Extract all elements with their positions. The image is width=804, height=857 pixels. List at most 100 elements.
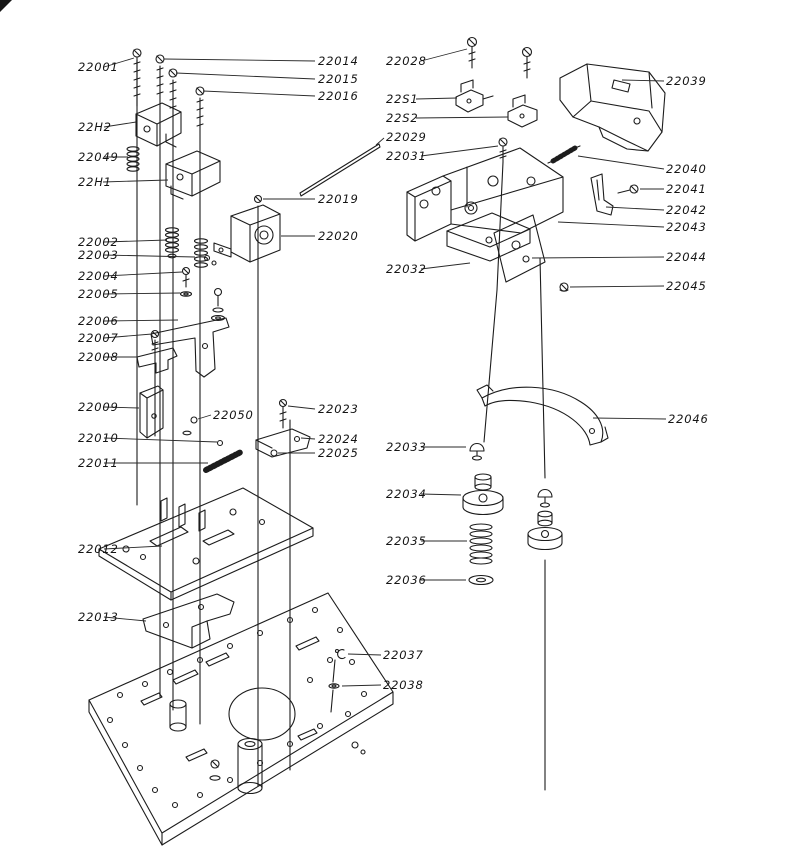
leader-line-22034 [420,493,462,496]
part-label-22006: 22006 [78,314,119,328]
part-22h1-bracket [165,150,221,200]
part-22009-bracket [139,385,164,439]
part-22034-pulley [462,473,504,516]
leader-line-22013 [103,616,147,622]
part-label-22019: 22019 [318,192,359,206]
part-22038-washer [328,683,340,689]
chassis-base-plate [88,592,394,846]
leader-line-22028 [420,48,468,62]
part-22032-assembly [406,147,564,262]
leader-line-22015 [175,72,316,80]
part-label-22035: 22035 [386,534,427,548]
leader-line-22007 [103,333,153,339]
part-22031-screw [498,137,508,163]
leader-line-22043 [557,221,665,228]
part-label-22016: 22016 [318,89,359,103]
leader-line-22002 [103,239,168,243]
leader-line-22038 [341,684,382,687]
part-label-22034: 22034 [386,487,427,501]
part-22045-screw [559,282,569,292]
part-22035-spring [469,523,493,565]
part-label-22014: 22014 [318,54,359,68]
part-22003-spring [193,238,209,268]
part-label-22041: 22041 [666,182,707,196]
part-label-22002: 22002 [78,235,119,249]
part-label-22025: 22025 [318,446,359,460]
part-label-22032: 22032 [386,262,427,276]
part-label-22015: 22015 [318,72,359,86]
leader-line-22016 [202,90,316,97]
part-22002-spring [164,227,180,259]
leader-line-22046 [592,417,667,420]
part-22004-screw [181,266,191,288]
part-label-22013: 22013 [78,610,119,624]
leader-line-22023 [287,405,316,410]
part-label-22010: 22010 [78,431,119,445]
part-label-22031: 22031 [386,149,427,163]
callout-labels-layer: 2200122H22204922H12200222003220042200522… [78,48,709,692]
leader-line-22006 [103,319,179,322]
part-22025-hole [270,449,278,457]
part-label-22011: 22011 [78,456,119,470]
part-label-22S2: 22S2 [386,111,418,125]
part-22023-screw [278,398,288,429]
leader-line-22014 [163,58,316,62]
part-label-22044: 22044 [666,250,707,264]
part-label-22007: 22007 [78,331,119,345]
part-label-22005: 22005 [78,287,119,301]
leader-line-22040 [577,155,665,170]
part-label-22039: 22039 [666,74,707,88]
scan-corner-mark [0,0,12,12]
part-label-22008: 22008 [78,350,119,364]
leader-line-22H2 [103,121,137,128]
part-22024-bracket [255,428,311,458]
part-22050-washer [182,416,198,436]
part-22036-washer [468,574,494,586]
part-label-22050: 22050 [213,408,254,422]
part-label-22033: 22033 [386,440,427,454]
part-22010-pin [216,439,224,447]
part-right-pulley [527,488,563,551]
part-label-22029: 22029 [386,130,427,144]
leader-line-22005 [103,292,181,295]
part-22029-rod [299,143,381,197]
part-22044-plate [493,214,546,283]
part-label-22009: 22009 [78,400,119,414]
part-22042-bracket [590,173,614,216]
part-label-22S1: 22S1 [386,92,418,106]
part-22028-screws [466,36,533,79]
part-label-22012: 22012 [78,542,119,556]
leader-line-22045 [569,285,665,288]
part-22s1-switch [455,79,494,113]
part-22h2-bracket [135,102,182,148]
part-22013-bracket [142,593,235,649]
leader-line-22039 [621,79,665,82]
leader-line-22004 [103,271,183,277]
leader-line-22042 [605,206,665,211]
part-22s2-switch [507,94,538,128]
part-22049-spring [126,146,140,172]
part-22041-screw [617,184,639,194]
leader-line-22044 [531,256,665,259]
part-label-22049: 22049 [78,150,119,164]
part-label-22024: 22024 [318,432,359,446]
part-label-22046: 22046 [668,412,709,426]
leader-line-22003 [103,254,196,258]
leader-line-22031 [420,145,499,157]
part-label-22037: 22037 [383,648,424,662]
leader-line-22S2 [415,116,509,119]
part-label-22H1: 22H1 [78,175,112,189]
part-22011-worm-spring [203,449,244,473]
part-label-22H2: 22H2 [78,120,112,134]
leader-line-22024 [300,437,316,440]
leader-line-22H1 [102,179,169,183]
part-22046-arm [476,384,609,446]
part-22037-clip [334,648,346,660]
part-22012-plate [98,487,314,601]
leader-line-22029 [375,137,385,146]
part-label-22036: 22036 [386,573,427,587]
leader-line-22S1 [415,97,458,100]
leader-line-22009 [103,406,140,409]
